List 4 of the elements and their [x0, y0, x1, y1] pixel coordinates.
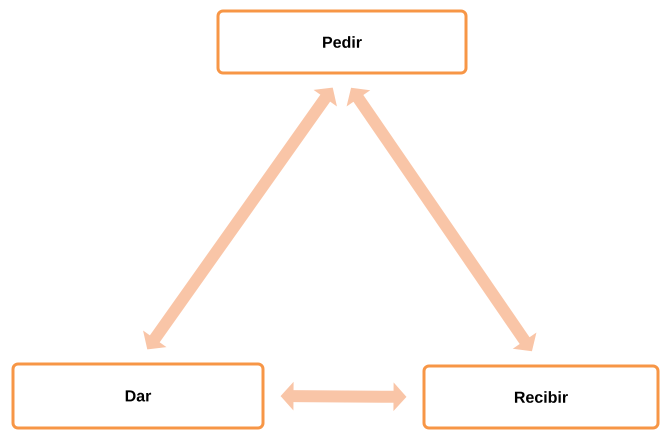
- process-box: Dar: [12, 362, 264, 430]
- double-arrow: [346, 88, 536, 352]
- process-box: Pedir: [216, 10, 468, 74]
- process-box: Recibir: [422, 364, 660, 430]
